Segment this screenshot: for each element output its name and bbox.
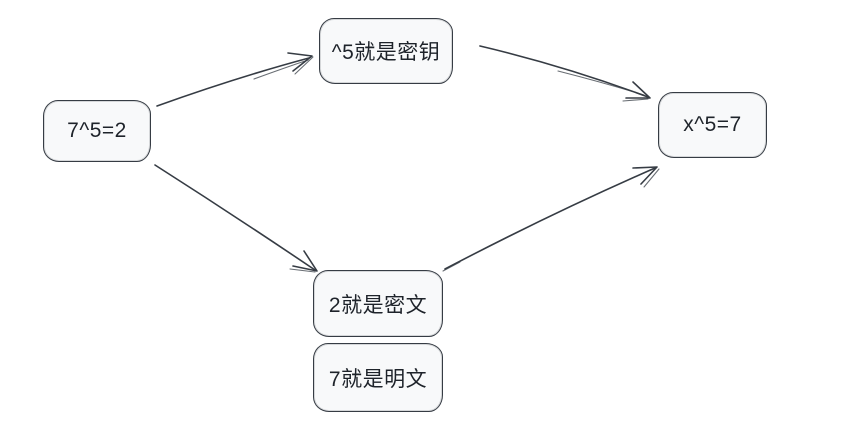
node-target-equation-label: x^5=7 [683, 113, 742, 136]
node-base-equation[interactable]: 7^5=2 [43, 100, 151, 162]
node-plaintext[interactable]: 7就是明文 [313, 343, 443, 412]
node-target-equation[interactable]: x^5=7 [658, 92, 767, 158]
node-base-equation-label: 7^5=2 [67, 119, 127, 142]
arrow-base-to-ciphertext[interactable] [154, 164, 318, 273]
arrow-base-to-key[interactable] [156, 52, 314, 107]
arrow-ciphertext-to-target[interactable] [442, 166, 660, 272]
arrow-key-to-target[interactable] [479, 45, 651, 102]
node-key-label: ^5就是密钥 [331, 41, 441, 64]
node-ciphertext-label: 2就是密文 [328, 293, 428, 317]
node-plaintext-label: 7就是明文 [328, 367, 428, 391]
node-ciphertext[interactable]: 2就是密文 [313, 270, 443, 337]
node-key[interactable]: ^5就是密钥 [319, 18, 453, 84]
